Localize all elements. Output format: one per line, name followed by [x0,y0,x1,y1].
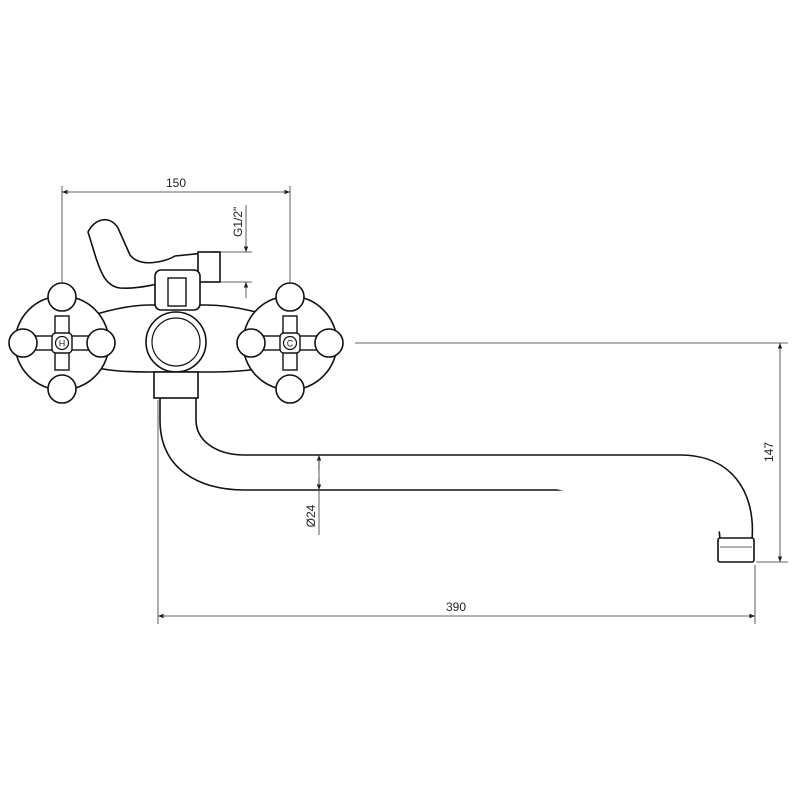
spout-nozzle [717,537,755,563]
dimension-height-right-label: 147 [762,442,776,462]
dimension-thread: G1/2" [220,205,252,298]
hot-cross-handle: H [8,282,116,404]
spout-connector [153,371,199,399]
dimension-thread-label: G1/2" [231,207,245,237]
dimension-width-top-label: 150 [166,176,186,190]
dimension-pipe-diameter: Ø24 [304,455,322,535]
hot-label: H [59,339,66,349]
dimension-length-bottom-label: 390 [446,600,466,614]
cold-cross-handle: C [236,282,344,404]
mixer-body [59,269,301,399]
cold-label: C [287,339,294,349]
dimension-height-right: 147 [355,342,788,563]
shower-outlet [197,251,221,283]
spout-pipe [159,395,755,563]
dimension-width-top: 150 [61,176,291,282]
dimension-length-bottom: 390 [157,400,756,624]
dimension-pipe-diameter-label: Ø24 [304,504,318,527]
